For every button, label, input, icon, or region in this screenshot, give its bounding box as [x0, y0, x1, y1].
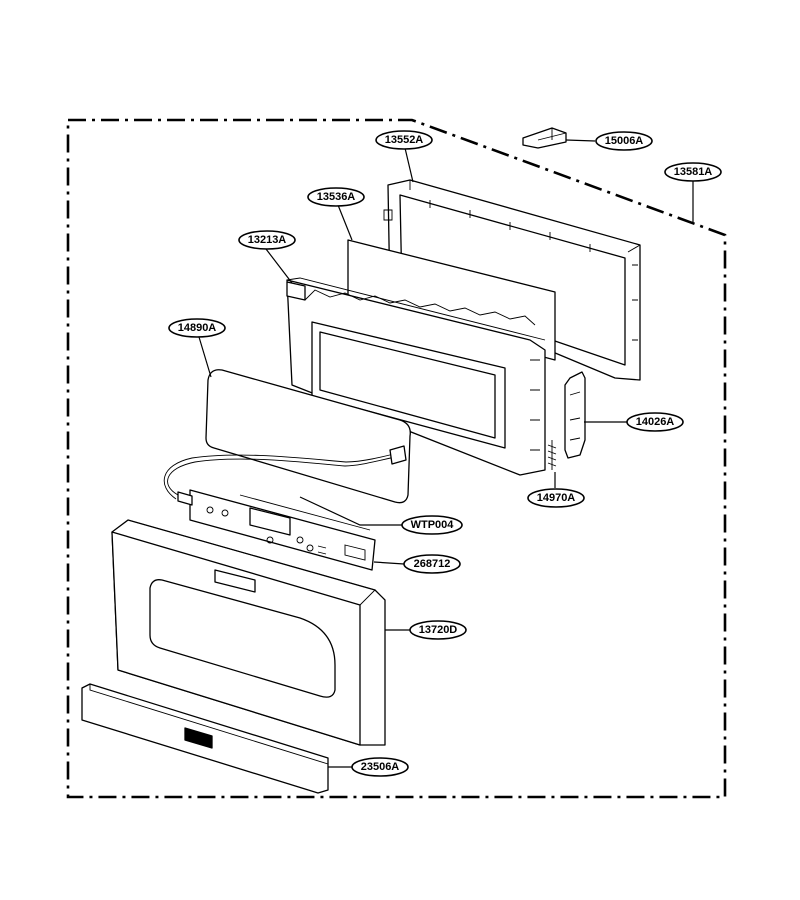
callout-13552A: 13552A: [375, 130, 433, 150]
part-13536A-plate: [347, 239, 556, 361]
svg-text:13552A: 13552A: [385, 134, 424, 146]
part-14970A-spring: [547, 440, 557, 470]
svg-text:WTP004: WTP004: [411, 519, 455, 531]
part-15006A-clip: [522, 127, 567, 149]
svg-text:23506A: 23506A: [361, 761, 400, 773]
callout-13720D: 13720D: [409, 620, 467, 640]
part-13213A-door-inner: [286, 277, 546, 476]
svg-text:14026A: 14026A: [636, 416, 675, 428]
svg-text:15006A: 15006A: [605, 135, 644, 147]
callout-15006A: 15006A: [595, 131, 653, 151]
callout-14026A: 14026A: [626, 412, 684, 432]
callout-14970A: 14970A: [527, 488, 585, 508]
callout-13581A: 13581A: [664, 162, 722, 182]
svg-text:14970A: 14970A: [537, 492, 576, 504]
part-14026A-latch: [564, 371, 586, 459]
callout-13213A: 13213A: [238, 230, 296, 250]
svg-text:13213A: 13213A: [248, 234, 287, 246]
svg-text:13720D: 13720D: [419, 624, 458, 636]
leader-lines: [198, 139, 694, 768]
part-268712-pcb: [177, 489, 376, 571]
part-23506A-trim: [81, 683, 329, 794]
svg-text:268712: 268712: [414, 558, 451, 570]
assembly-boundary: [66, 118, 727, 799]
part-14890A-panel-sheet: [163, 369, 411, 504]
callout-13536A: 13536A: [307, 187, 365, 207]
callout-14890A: 14890A: [168, 318, 226, 338]
svg-text:13581A: 13581A: [674, 166, 713, 178]
callout-268712: 268712: [403, 554, 461, 574]
callout-23506A: 23506A: [351, 757, 409, 777]
svg-text:14890A: 14890A: [178, 322, 217, 334]
callout-WTP004: WTP004: [401, 515, 463, 535]
svg-text:13536A: 13536A: [317, 191, 356, 203]
part-13720D-door-panel: [111, 519, 386, 746]
